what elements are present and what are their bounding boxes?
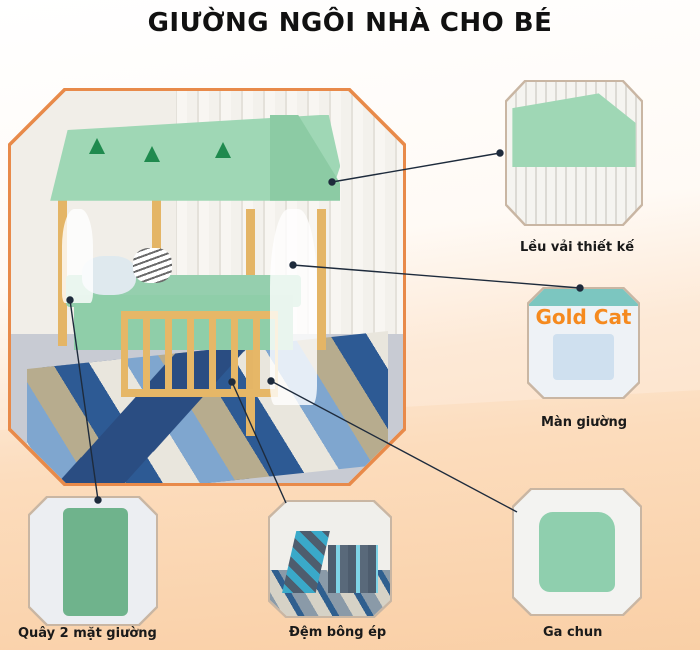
- page-title: GIƯỜNG NGÔI NHÀ CHO BÉ: [147, 8, 553, 38]
- tree-print: [144, 145, 161, 162]
- thumb-tent-canopy: [505, 80, 643, 226]
- bed-rail: [120, 310, 278, 397]
- mosquito-net-left: [61, 208, 94, 303]
- chevron-pillow: [132, 247, 172, 284]
- label-fitted-sheet: Ga chun: [543, 625, 603, 640]
- label-tent-canopy: Lều vải thiết kế: [520, 240, 635, 255]
- folded-mattress-right: [327, 545, 378, 594]
- bed-post: [152, 196, 162, 291]
- package-top: [529, 289, 638, 307]
- tree-print: [214, 141, 231, 158]
- label-mosquito-net: Màn giường: [541, 415, 627, 430]
- bed-scene: [11, 91, 403, 483]
- mosquito-net-right: [269, 208, 317, 405]
- thumb-bed-bumper: [28, 496, 158, 626]
- tent-fabric: [512, 93, 636, 168]
- label-mattress: Đệm bông ép: [289, 625, 387, 640]
- folded-sheet: [539, 512, 615, 592]
- bed-post: [316, 208, 326, 350]
- folded-bumper: [62, 508, 129, 617]
- thumb-mattress: [268, 500, 392, 618]
- thumb-fitted-sheet: [512, 488, 642, 616]
- label-bed-bumper: Quây 2 mặt giường: [18, 626, 157, 641]
- folded-net: [552, 334, 614, 380]
- tree-print: [89, 138, 106, 155]
- thumb-mosquito-net: Gold Cat: [527, 287, 640, 399]
- brand-logo: Gold Cat: [535, 305, 632, 330]
- main-bed-image: [8, 88, 406, 486]
